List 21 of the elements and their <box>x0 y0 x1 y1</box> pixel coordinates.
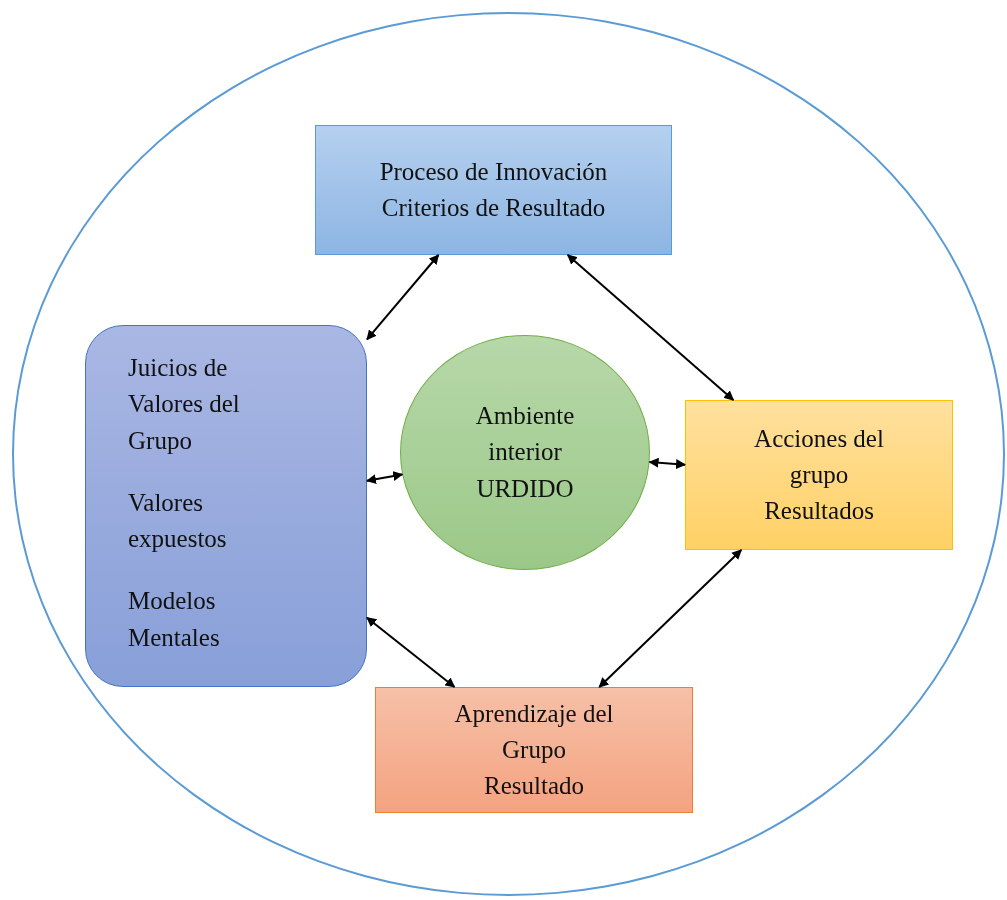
process-box <box>375 687 693 813</box>
process-box <box>315 125 672 255</box>
double-arrow <box>366 616 456 688</box>
node-text: Valores expuestos <box>128 487 228 554</box>
node-text: Resultados <box>764 496 874 527</box>
node-text: Criterios de Resultado <box>381 193 606 223</box>
double-arrow <box>366 254 440 341</box>
node-text: Aprendizaje del Grupo <box>453 698 615 765</box>
node-text: Modelos Mentales <box>128 586 221 653</box>
node-text: Ambiente interior URDIDO <box>474 401 576 504</box>
double-arrow <box>598 549 743 688</box>
double-arrow <box>648 457 686 470</box>
process-box <box>685 400 953 550</box>
node-text: Resultado <box>484 771 584 802</box>
double-arrow <box>366 471 404 485</box>
rounded-box <box>85 325 367 687</box>
node-text: Proceso de Innovación <box>379 156 608 187</box>
double-arrow <box>566 254 735 401</box>
node-text: Acciones del grupo <box>753 423 885 490</box>
outer-ellipse <box>12 12 1005 896</box>
node-text: Juicios de Valores del Grupo <box>128 353 241 456</box>
